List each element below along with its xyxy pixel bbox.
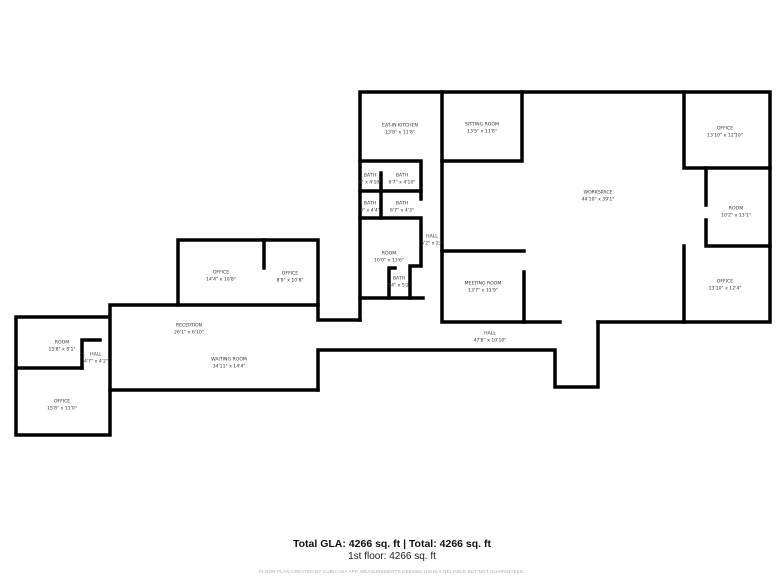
area-summary: Total GLA: 4266 sq. ft | Total: 4266 sq.…: [0, 538, 784, 574]
total-area: Total GLA: 4266 sq. ft | Total: 4266 sq.…: [293, 538, 491, 550]
walls: [14, 90, 772, 437]
floor-area: 1st floor: 4266 sq. ft: [348, 551, 436, 562]
disclaimer: FLOOR PLAN CREATED BY CUBICASA APP. MEAS…: [259, 569, 525, 574]
